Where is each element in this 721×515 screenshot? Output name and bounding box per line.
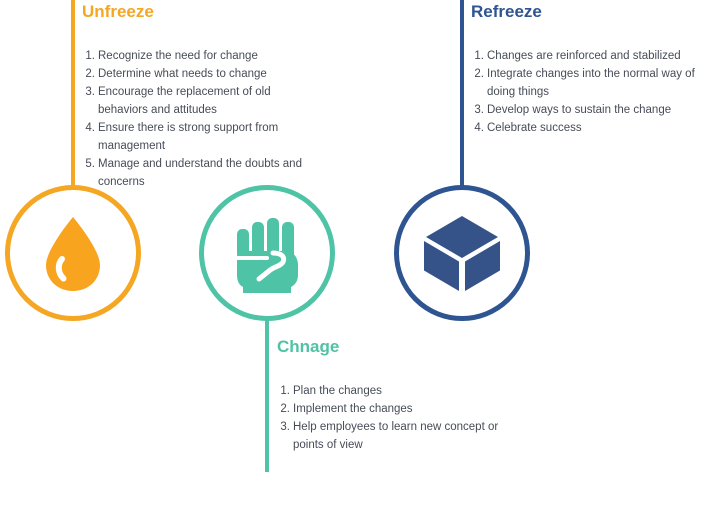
list-item-text: Celebrate success xyxy=(487,122,582,134)
panel-title-change: Chnage xyxy=(277,337,340,356)
list-item: 2. Implement the changes xyxy=(277,400,527,418)
connector-line-refreeze xyxy=(460,0,464,188)
list-item-number: 2. xyxy=(280,403,290,415)
list-item-text: Encourage the replacement of old behavio… xyxy=(98,86,271,116)
list-item-number: 4. xyxy=(474,122,484,134)
list-item-text: Integrate changes into the normal way of… xyxy=(487,68,695,98)
list-item-number: 3. xyxy=(85,86,95,98)
list-item-number: 2. xyxy=(85,68,95,80)
list-item-text: Determine what needs to change xyxy=(98,68,267,80)
list-item-text: Develop ways to sustain the change xyxy=(487,104,672,116)
list-item: 2. Determine what needs to change xyxy=(82,65,322,83)
list-item: 1. Changes are reinforced and stabilized xyxy=(471,47,721,65)
panel-unfreeze: Unfreeze 1. Recognize the need for chang… xyxy=(82,2,322,191)
list-item: 1. Plan the changes xyxy=(277,382,527,400)
panel-title-refreeze: Refreeze xyxy=(471,2,542,21)
connector-line-change xyxy=(265,320,269,472)
panel-refreeze: Refreeze 1. Changes are reinforced and s… xyxy=(471,2,721,137)
list-item-text: Help employees to learn new concept or p… xyxy=(293,421,499,451)
panel-list-change: 1. Plan the changes 2. Implement the cha… xyxy=(277,382,527,454)
stage-icon-circle-change[interactable] xyxy=(199,185,335,321)
stage-icon-circle-unfreeze[interactable] xyxy=(5,185,141,321)
list-item-number: 5. xyxy=(85,158,95,170)
list-item: 5. Manage and understand the doubts and … xyxy=(82,155,322,191)
raised-fist-icon xyxy=(229,213,305,293)
list-item-text: Manage and understand the doubts and con… xyxy=(98,158,302,188)
cube-box-icon xyxy=(422,213,502,293)
list-item-text: Recognize the need for change xyxy=(98,50,258,62)
panel-change: Chnage 1. Plan the changes 2. Implement … xyxy=(277,337,527,454)
list-item: 4. Celebrate success xyxy=(471,119,721,137)
panel-title-unfreeze: Unfreeze xyxy=(82,2,154,21)
list-item-number: 1. xyxy=(474,50,484,62)
water-droplet-icon xyxy=(38,213,108,293)
list-item-number: 4. xyxy=(85,122,95,134)
list-item-number: 2. xyxy=(474,68,484,80)
stage-icon-circle-refreeze[interactable] xyxy=(394,185,530,321)
panel-list-refreeze: 1. Changes are reinforced and stabilized… xyxy=(471,47,721,137)
list-item: 2. Integrate changes into the normal way… xyxy=(471,65,721,101)
list-item-text: Implement the changes xyxy=(293,403,413,415)
list-item: 3. Develop ways to sustain the change xyxy=(471,101,721,119)
list-item-text: Changes are reinforced and stabilized xyxy=(487,50,681,62)
list-item-number: 3. xyxy=(474,104,484,116)
list-item-number: 3. xyxy=(280,421,290,433)
list-item: 3. Encourage the replacement of old beha… xyxy=(82,83,322,119)
list-item-text: Ensure there is strong support from mana… xyxy=(98,122,279,152)
list-item: 4. Ensure there is strong support from m… xyxy=(82,119,322,155)
list-item: 1. Recognize the need for change xyxy=(82,47,322,65)
connector-line-unfreeze xyxy=(71,0,75,188)
list-item-number: 1. xyxy=(85,50,95,62)
list-item-text: Plan the changes xyxy=(293,385,382,397)
list-item-number: 1. xyxy=(280,385,290,397)
panel-list-unfreeze: 1. Recognize the need for change 2. Dete… xyxy=(82,47,322,191)
list-item: 3. Help employees to learn new concept o… xyxy=(277,418,527,454)
